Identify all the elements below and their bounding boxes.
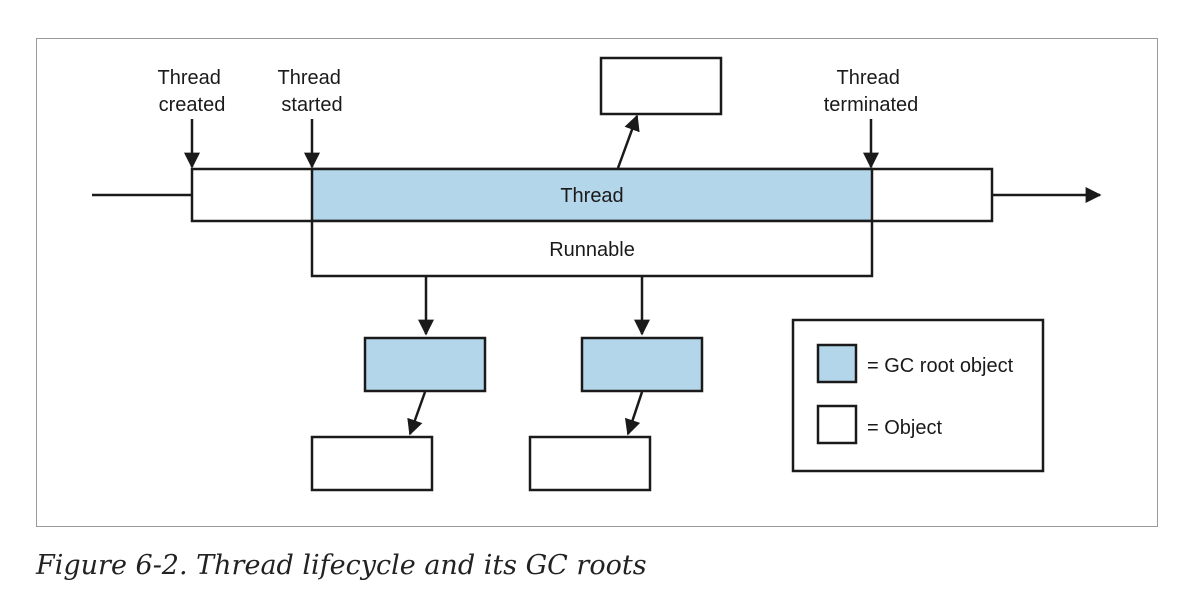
runnable-box-label: Runnable xyxy=(549,239,635,261)
root-left-to-object-arrow xyxy=(407,391,427,436)
gc-root-box-left xyxy=(363,336,487,393)
thread-created-line-2: created xyxy=(159,94,226,116)
thread-created-line-1: Thread xyxy=(158,67,221,89)
thread-created-label: Thread created xyxy=(158,67,227,116)
thread-box-label: Thread xyxy=(560,185,623,207)
legend-box xyxy=(791,318,1045,473)
thread-terminated-label: Thread terminated xyxy=(824,67,919,116)
object-box-left xyxy=(310,435,434,492)
thread-started-line-2: started xyxy=(281,94,342,116)
runnable-box xyxy=(310,219,874,278)
legend-object-label: = Object xyxy=(867,417,942,439)
legend-gc-root-label: = GC root object xyxy=(867,355,1014,377)
legend-object-swatch xyxy=(816,404,858,445)
root-right-to-object-arrow xyxy=(624,391,644,436)
thread-terminated-line-2: terminated xyxy=(824,94,919,116)
thread-started-label: Thread started xyxy=(278,67,347,116)
figure-caption: Figure 6-2. Thread lifecycle and its GC … xyxy=(36,550,647,581)
thread-referenced-object-box xyxy=(599,56,723,116)
gc-root-box-right xyxy=(580,336,704,393)
thread-terminated-line-1: Thread xyxy=(837,67,900,89)
thread-gc-root-box xyxy=(310,167,874,223)
thread-to-object-arrow xyxy=(616,114,640,169)
legend-gc-root-swatch xyxy=(816,343,858,384)
object-box-right xyxy=(528,435,652,492)
thread-started-line-1: Thread xyxy=(278,67,341,89)
